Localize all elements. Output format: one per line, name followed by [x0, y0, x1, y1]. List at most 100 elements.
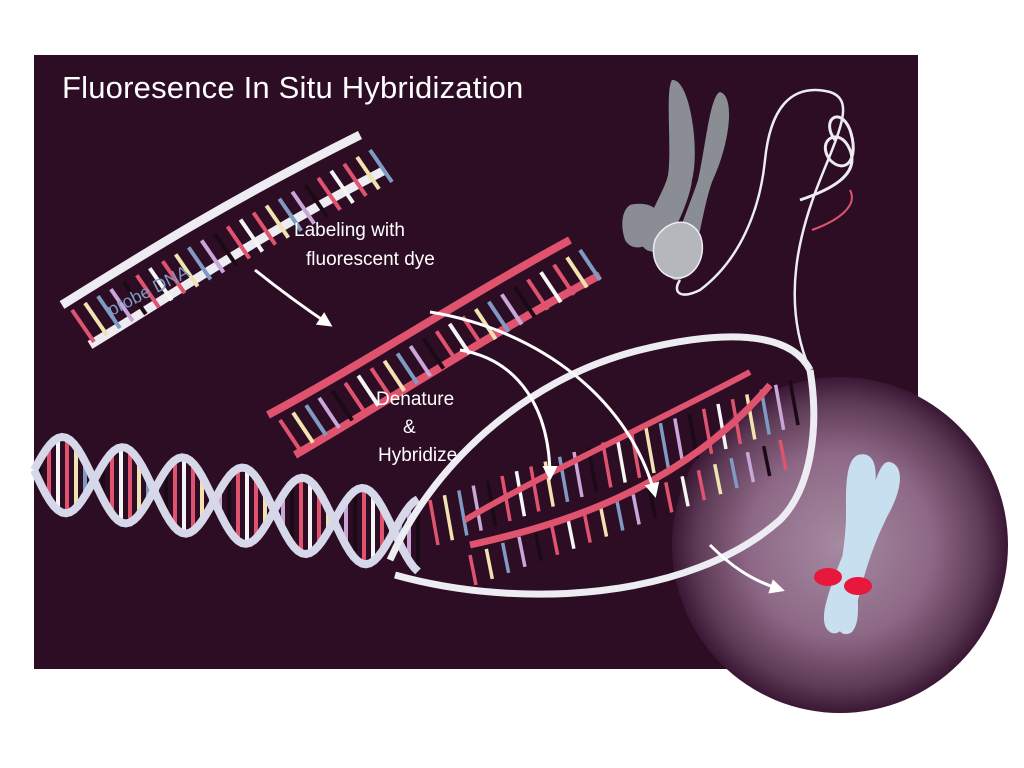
- base-pair-rung: [526, 278, 550, 311]
- probe-dna-strand: [59, 130, 394, 349]
- base-pair-rung: [368, 148, 394, 184]
- base-pair-rung: [601, 442, 613, 488]
- base-pair-rung: [277, 197, 303, 232]
- base-pair-rung: [356, 374, 380, 407]
- base-pair-rung: [473, 308, 498, 341]
- base-pair-rung: [788, 379, 800, 426]
- base-pair-rung: [109, 287, 135, 323]
- labeling-label-line2: fluorescent dye: [306, 249, 435, 270]
- helix-backbone: [30, 443, 421, 575]
- base-pair-rung: [615, 437, 627, 483]
- helix-backbone: [30, 432, 421, 569]
- base-pair-rung: [161, 260, 187, 295]
- base-pair-rung: [330, 389, 354, 422]
- base-pair-rung: [70, 308, 96, 344]
- base-pair-rung: [514, 470, 527, 517]
- base-pair-rung: [484, 548, 495, 580]
- base-pair-rung: [578, 248, 602, 282]
- base-pair-rung: [729, 457, 739, 489]
- base-pair-rung: [421, 337, 446, 370]
- base-pair-rung: [696, 469, 707, 501]
- base-pair-rung: [408, 344, 433, 378]
- base-pair-rung: [343, 381, 367, 415]
- base-pair-rung: [565, 256, 589, 289]
- base-pair-rung: [212, 232, 239, 267]
- base-pair-rung: [716, 403, 728, 450]
- base-pair-rung: [225, 225, 252, 260]
- base-pair-rung: [329, 169, 355, 205]
- base-pair-rung: [539, 271, 563, 304]
- base-pair-rung: [342, 162, 368, 198]
- labeled-probe-strand: [266, 236, 602, 459]
- base-pair-rung: [447, 322, 472, 356]
- base-pair-rung: [471, 485, 483, 531]
- target-dna-loop: [386, 333, 818, 598]
- base-pair-rung: [264, 204, 290, 239]
- base-pair-rung: [644, 427, 656, 474]
- labeling-label-line1: Labeling with: [294, 220, 405, 241]
- base-pair-rung: [468, 554, 478, 586]
- base-pair-rung: [745, 451, 756, 483]
- base-pair-rung: [773, 384, 786, 431]
- base-pair-rung: [673, 418, 685, 464]
- base-pair-rung: [457, 490, 469, 536]
- base-pair-rung: [251, 211, 278, 246]
- base-pair-rung: [745, 394, 757, 440]
- base-pair-rung: [713, 463, 723, 495]
- page-title: Fluoresence In Situ Hybridization: [62, 70, 524, 105]
- base-pair-rung: [395, 352, 420, 385]
- base-pair-rung: [317, 396, 341, 429]
- base-pair-rung: [566, 518, 576, 550]
- base-pair-rung: [778, 439, 788, 471]
- base-pair-rung: [680, 475, 690, 507]
- base-pair-rung: [533, 530, 543, 562]
- target-chromosome: [814, 454, 900, 635]
- base-pair-rung: [355, 155, 381, 191]
- base-pair-rung: [631, 494, 641, 525]
- base-pair-rung: [148, 267, 174, 302]
- base-pair-rung: [186, 246, 213, 281]
- base-pair-rung: [199, 239, 226, 274]
- base-pair-rung: [428, 499, 440, 546]
- base-pair-rung: [316, 176, 342, 211]
- coil: [799, 115, 855, 231]
- base-pair-rung: [442, 494, 455, 541]
- base-pair-rung: [582, 512, 592, 543]
- base-pair-rung: [513, 285, 537, 319]
- base-pair-rung: [290, 190, 316, 225]
- base-pair-rung: [369, 367, 393, 400]
- base-pair-rung: [529, 466, 541, 512]
- base-pair-rung: [278, 418, 302, 452]
- base-pair-rung: [487, 300, 511, 333]
- hybridize-label: Hybridize: [378, 445, 458, 466]
- nucleus-circle: [672, 377, 1008, 713]
- base-pair-rung: [761, 445, 772, 477]
- base-pair-rung: [658, 422, 671, 469]
- base-pair-rung: [615, 500, 625, 531]
- base-pair-rung: [598, 506, 609, 537]
- denature-arrow-2: [429, 310, 660, 498]
- base-pair-rung: [303, 183, 329, 218]
- base-pair-rung: [135, 274, 161, 309]
- base-pair-rung: [664, 482, 674, 513]
- denature-label: Denature: [376, 389, 455, 410]
- base-pair-rung: [83, 301, 109, 337]
- base-pair-rung: [557, 456, 570, 503]
- base-pair-rung: [304, 404, 328, 437]
- base-pair-rung: [96, 294, 122, 330]
- base-pair-rung: [122, 281, 148, 316]
- base-pair-rung: [238, 218, 265, 253]
- fluorescent-spot-right: [844, 577, 872, 595]
- gray-chromosome: [622, 79, 730, 281]
- genomic-double-helix: [30, 432, 421, 575]
- denature-arrow-1: [459, 348, 558, 481]
- labeling-arrow: [254, 268, 333, 327]
- base-pair-rung: [500, 293, 524, 326]
- dna-thread: [675, 88, 845, 371]
- base-pair-rung: [434, 330, 459, 363]
- fluorescent-spot-left: [814, 568, 842, 586]
- base-pair-rung: [291, 411, 315, 444]
- base-pair-rung: [382, 359, 407, 392]
- ampersand-label: &: [403, 417, 416, 438]
